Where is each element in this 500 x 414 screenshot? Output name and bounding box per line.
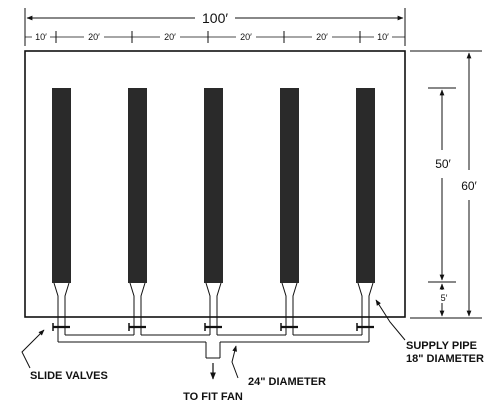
main-duct [58,334,369,359]
supply-pipe-diameter-label: 18" DIAMETER [406,353,484,365]
spacing-label-2: 20′ [88,32,100,42]
supply-pipes [57,317,370,342]
spacing-label-1: 10′ [35,32,47,42]
slide-valves-label: SLIDE VALVES [30,370,108,382]
channel [356,88,375,318]
supply-pipe-label: SUPPLY PIPE [406,340,477,352]
channel-length-label: 50′ [435,157,451,171]
slide-valve [280,323,298,331]
bin-outline [24,50,406,318]
callout-leaders [21,299,406,379]
aeration-channels [52,88,375,318]
channel [204,88,223,318]
height-dimensions: 60′ 50′ 5′ [410,50,482,319]
spacing-label-5: 20′ [316,32,328,42]
channel [128,88,147,318]
spacing-label-6: 10′ [377,32,389,42]
spacing-label-4: 20′ [240,32,252,42]
fan-label: TO FIT FAN [183,391,243,403]
slide-valve [52,323,70,331]
total-width-label: 100′ [202,10,228,26]
total-width-dimension: 100′ [24,8,406,46]
spacing-dimensions: 10′ 20′ 20′ 20′ 20′ 10′ [25,31,405,43]
channel [52,88,71,318]
spacing-label-3: 20′ [164,32,176,42]
slide-valve [204,323,222,331]
main-duct-diameter-label: 24" DIAMETER [248,376,326,388]
transition-length-label: 5′ [441,293,448,303]
slide-valve [128,323,146,331]
spacing-ticks [55,31,361,43]
total-height-label: 60′ [461,179,477,193]
slide-valves [52,323,374,331]
slide-valve [356,323,374,331]
channel [280,88,299,318]
